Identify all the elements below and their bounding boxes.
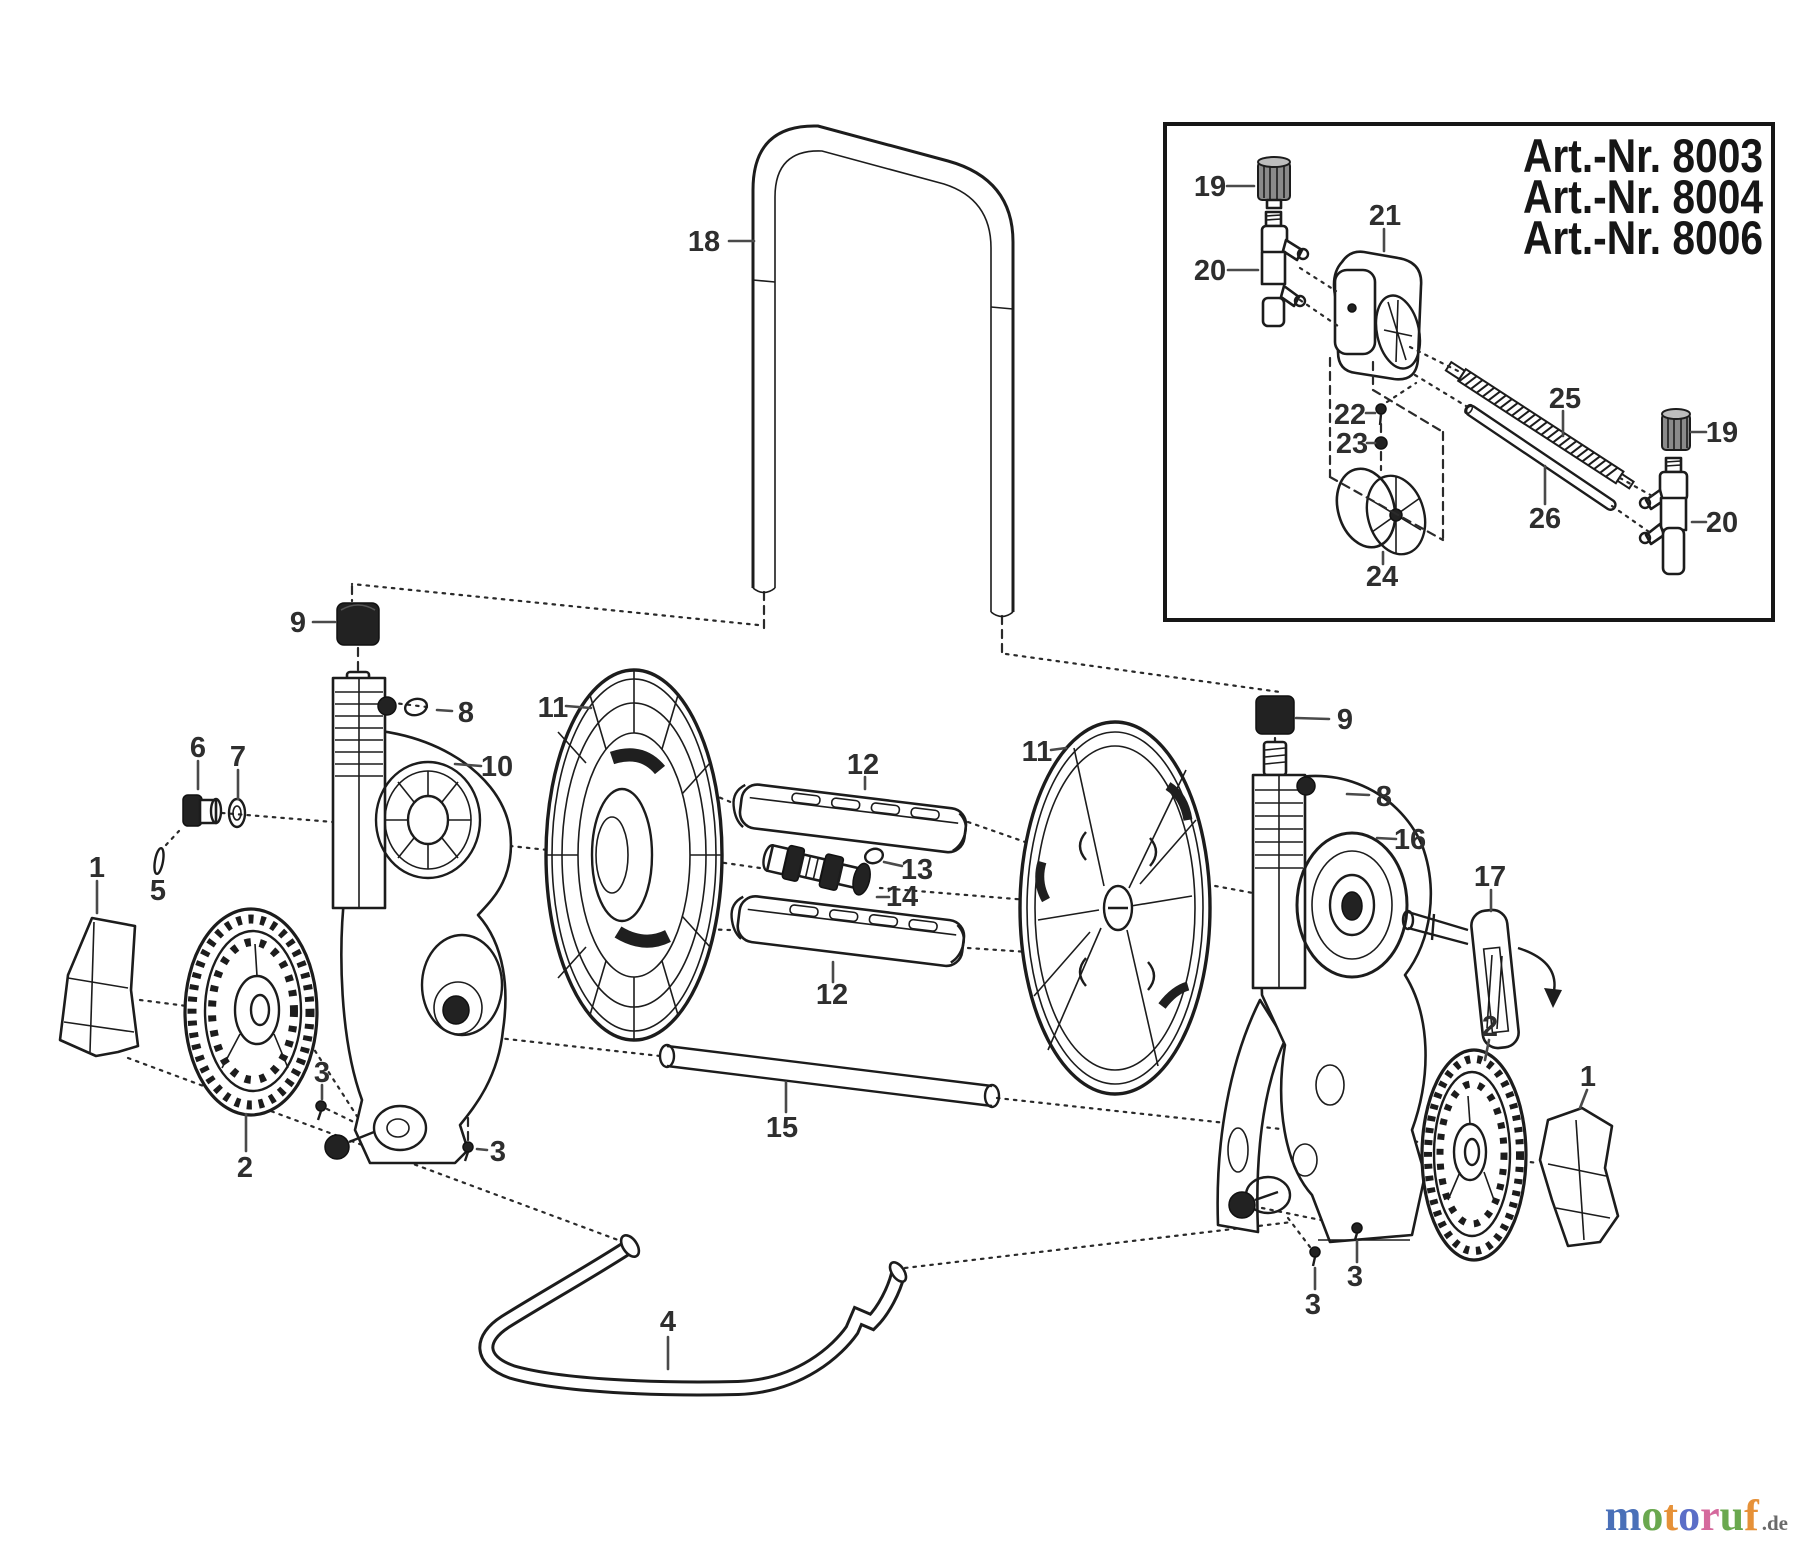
clip-17	[1401, 908, 1562, 1050]
part-label-2-right: 2	[1482, 1011, 1498, 1043]
inset-guide-lines	[1298, 266, 1656, 542]
wheel-2-left	[183, 907, 319, 1117]
part-label-20-left: 20	[1194, 255, 1226, 287]
cap-9-right	[1255, 695, 1295, 777]
wheel-2-right	[1420, 1048, 1528, 1262]
watermark-letter: r	[1700, 1491, 1720, 1540]
side-frame-10	[324, 676, 513, 1165]
watermark-word: motoruf	[1605, 1494, 1759, 1538]
part-label-11-left: 11	[538, 692, 569, 724]
inset-panel: Art.-Nr. 8003 Art.-Nr. 8004 Art.-Nr. 800…	[1163, 122, 1775, 622]
part-label-15: 15	[766, 1112, 798, 1144]
part-label-12-top: 12	[847, 749, 879, 781]
part-label-2-left: 2	[237, 1152, 253, 1184]
watermark-logo: motoruf .de	[1605, 1494, 1788, 1538]
nut-23	[1374, 436, 1388, 450]
part-label-25: 25	[1549, 383, 1581, 415]
part-label-22: 22	[1334, 399, 1366, 431]
watermark-suffix: .de	[1761, 1511, 1788, 1535]
part-label-1-right: 1	[1580, 1061, 1596, 1093]
part-label-20-right: 20	[1706, 507, 1738, 539]
part-label-9-left: 9	[290, 607, 306, 639]
knob-19-right	[1661, 408, 1691, 451]
part-label-4: 4	[660, 1306, 676, 1338]
part-label-18: 18	[688, 226, 720, 258]
foot-1-right	[1538, 1106, 1620, 1248]
ring-8-left	[403, 697, 429, 717]
foot-1-left	[58, 916, 140, 1058]
watermark-letter: o	[1678, 1491, 1701, 1540]
part-label-26: 26	[1529, 503, 1561, 535]
part-label-3-b: 3	[490, 1136, 506, 1168]
part-label-3-a: 3	[314, 1057, 330, 1089]
part-label-21: 21	[1369, 200, 1401, 232]
label-leader-lines	[95, 184, 1708, 1371]
part-label-16: 16	[1394, 824, 1426, 856]
part-label-14: 14	[886, 881, 918, 913]
art-number-line-1: Art.-Nr. 8003	[1523, 129, 1763, 182]
part-label-3-c: 3	[1305, 1289, 1321, 1321]
part-label-9-right: 9	[1337, 704, 1353, 736]
tie-bar-12-top	[732, 783, 968, 854]
part-label-10: 10	[481, 751, 513, 783]
part-label-19-right: 19	[1706, 417, 1738, 449]
impeller-24	[1335, 467, 1427, 556]
art-number-line-2: Art.-Nr. 8004	[1523, 170, 1763, 223]
part-label-12-bottom: 12	[816, 979, 848, 1011]
reel-hub-bracket-21	[1332, 250, 1423, 381]
tie-bar-12-bottom	[730, 895, 966, 968]
part-label-24: 24	[1366, 561, 1398, 593]
part-label-19-left: 19	[1194, 171, 1226, 203]
part-label-8-right: 8	[1376, 781, 1392, 813]
screw-3-c	[1309, 1246, 1321, 1267]
art-number-line-3: Art.-Nr. 8006	[1523, 211, 1763, 264]
part-label-3-d: 3	[1347, 1261, 1363, 1293]
hose-connector-14	[762, 844, 871, 896]
part-label-6: 6	[190, 732, 206, 764]
bolt-6	[182, 794, 223, 827]
part-label-11-right: 11	[1022, 736, 1053, 768]
ring-13	[863, 847, 885, 865]
watermark-letter: u	[1719, 1491, 1745, 1540]
part-label-7: 7	[230, 741, 246, 773]
part-label-23: 23	[1336, 428, 1368, 460]
part-label-17: 17	[1474, 861, 1506, 893]
reel-half-11-left	[544, 668, 724, 1042]
pin-5	[153, 846, 165, 876]
reel-half-11-right	[1018, 720, 1212, 1096]
part-label-5: 5	[150, 875, 166, 907]
axle-tube-15	[658, 1043, 1001, 1109]
base-tube-4	[478, 1234, 908, 1397]
handle-18	[751, 124, 1015, 618]
part-label-13: 13	[901, 854, 933, 886]
screw-22	[1375, 403, 1387, 426]
tap-connector-20-left	[1260, 210, 1310, 328]
watermark-letter: o	[1641, 1491, 1664, 1540]
side-frame-16	[1216, 773, 1433, 1244]
tap-connector-20-right	[1638, 456, 1689, 576]
screw-3-d	[1351, 1222, 1363, 1241]
watermark-letter: m	[1604, 1491, 1642, 1540]
watermark-letter: t	[1663, 1491, 1679, 1540]
screw-3-b	[462, 1141, 474, 1162]
part-label-1-left: 1	[89, 852, 105, 884]
watermark-letter: f	[1744, 1491, 1759, 1540]
part-label-8-left: 8	[458, 697, 474, 729]
knob-19-left	[1257, 156, 1291, 210]
screw-3-a	[315, 1100, 327, 1121]
